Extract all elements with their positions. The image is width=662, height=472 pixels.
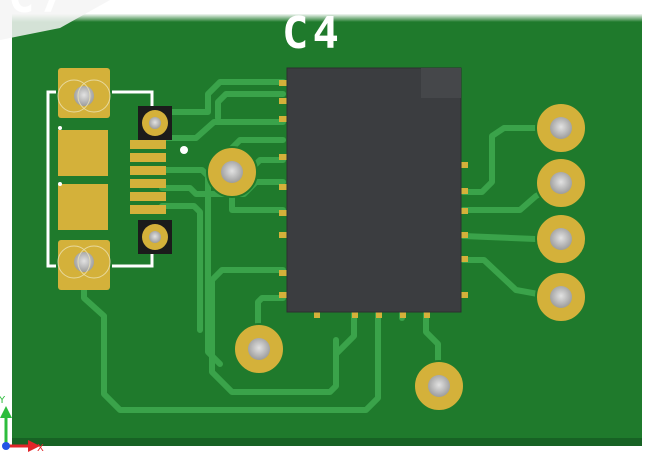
axis-x-label: X (37, 443, 44, 454)
through-hole-pads[interactable] (206, 102, 587, 412)
corner-glare (0, 0, 110, 40)
connector-pads (57, 68, 172, 290)
connector-silkscreen (46, 90, 154, 268)
board-edge-shadow (12, 438, 642, 446)
axis-gizmo-icon (0, 406, 40, 452)
axis-y-label: Y (0, 395, 6, 406)
ic-pins (279, 80, 468, 318)
ic-corner-highlight (421, 68, 461, 98)
designator-c7: C7 (8, 0, 69, 22)
pin1-marker (180, 146, 188, 154)
board-top-glare (12, 14, 642, 22)
ic-package-c4[interactable] (286, 67, 462, 313)
designator-c4: C4 (282, 8, 343, 59)
